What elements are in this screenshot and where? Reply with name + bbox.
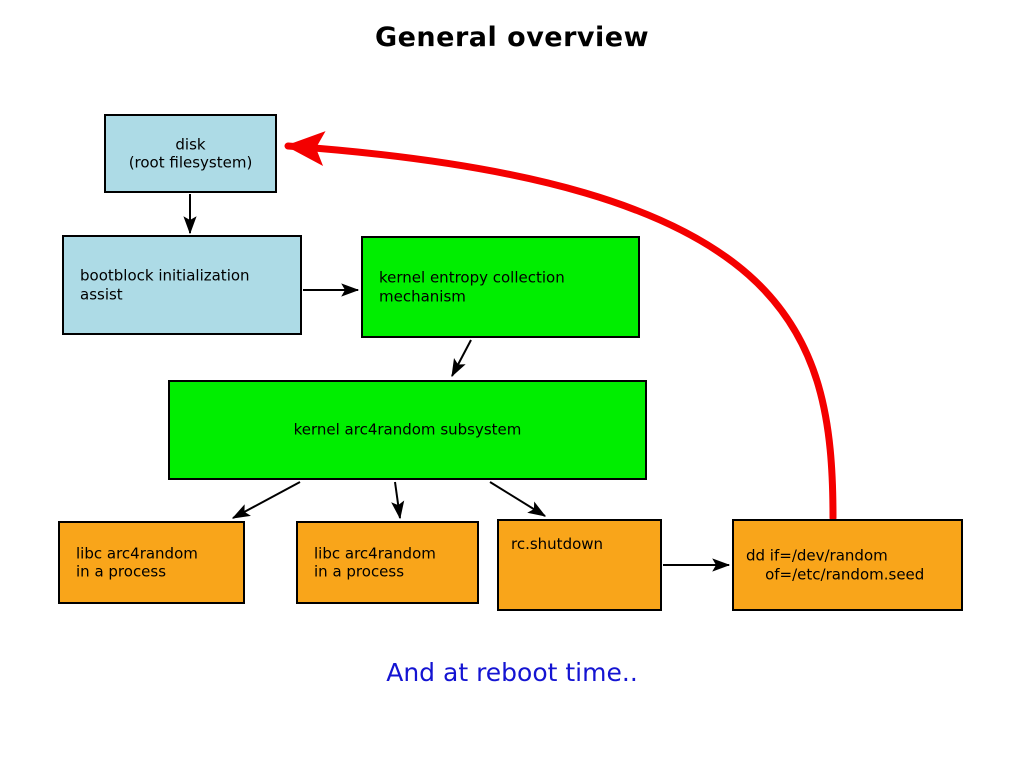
node-kernel-entropy-collection-mechanism[interactable]: kernel entropy collection mechanism xyxy=(361,236,640,338)
node-disk-label: disk (root filesystem) xyxy=(128,134,253,172)
slide-caption: And at reboot time.. xyxy=(386,658,638,687)
node-rc-shutdown[interactable]: rc.shutdown xyxy=(497,519,662,611)
edge-arc4-to-libc2 xyxy=(391,481,405,520)
node-kernel-arc4random-subsystem[interactable]: kernel arc4random subsystem xyxy=(168,380,647,480)
node-dd-random-seed[interactable]: dd if=/dev/random of=/etc/random.seed xyxy=(732,519,963,611)
node-libc-arc4random-process-1[interactable]: libc arc4random in a process xyxy=(58,521,245,604)
node-bootblock-label: bootblock initialization assist xyxy=(80,266,250,303)
node-libc1-label: libc arc4random in a process xyxy=(76,543,198,581)
node-libc-arc4random-process-2[interactable]: libc arc4random in a process xyxy=(296,521,479,604)
edge-arc4-to-libc1 xyxy=(231,481,301,519)
node-libc2-label: libc arc4random in a process xyxy=(314,543,436,581)
page-title: General overview xyxy=(374,22,650,53)
node-arc4-label: kernel arc4random subsystem xyxy=(293,420,522,439)
node-dd-label: dd if=/dev/random of=/etc/random.seed xyxy=(746,546,925,583)
node-rcshutdown-label: rc.shutdown xyxy=(511,535,604,553)
edge-entropy-to-arc4 xyxy=(451,339,472,378)
node-disk[interactable]: disk (root filesystem) xyxy=(104,114,277,193)
node-entropy-label: kernel entropy collection mechanism xyxy=(379,268,565,305)
edge-arc4-to-rcshutdown xyxy=(489,481,547,517)
node-bootblock-initialization-assist[interactable]: bootblock initialization assist xyxy=(62,235,302,335)
